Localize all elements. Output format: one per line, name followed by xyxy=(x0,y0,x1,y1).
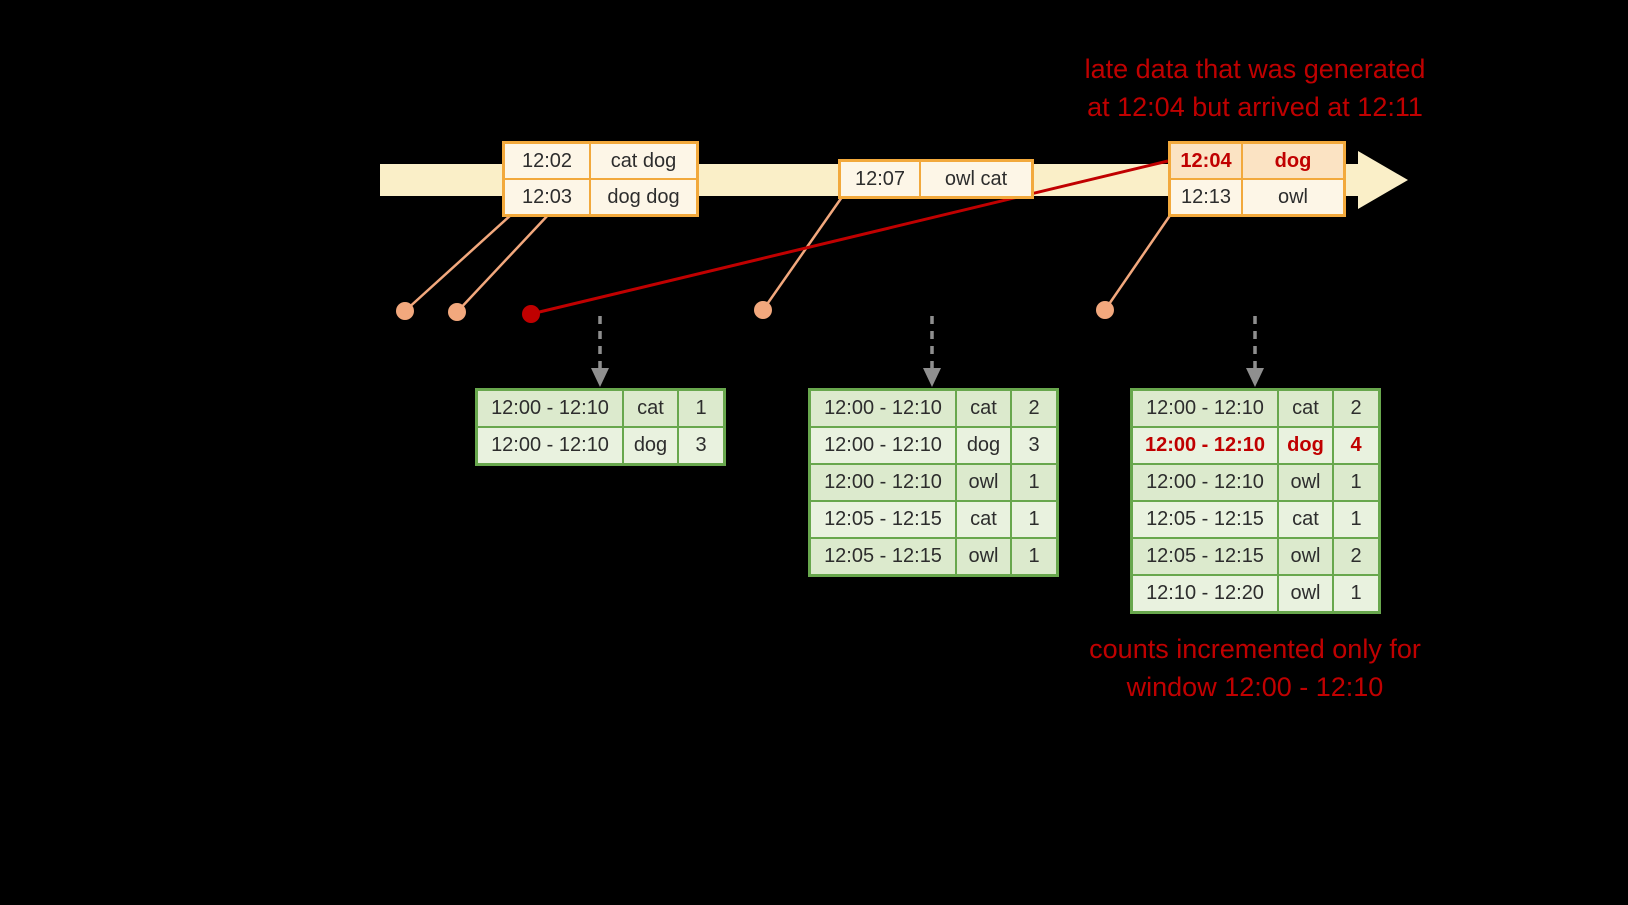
event-dot xyxy=(396,302,414,320)
event-words-cell: cat dog xyxy=(590,143,697,179)
late-data-annotation: late data that was generated at 12:04 bu… xyxy=(1020,50,1490,126)
result-count-cell: 2 xyxy=(1333,538,1379,575)
result-window-cell: 12:00 - 12:10 xyxy=(810,427,956,464)
trigger-arrowhead-icon xyxy=(1246,368,1264,387)
trigger-arrow-2 xyxy=(923,316,941,387)
result-word-cell: dog xyxy=(956,427,1011,464)
event-words-cell: owl xyxy=(1242,179,1344,215)
result-count-cell: 1 xyxy=(1333,575,1379,612)
result-window-cell: 12:00 - 12:10 xyxy=(1132,464,1278,501)
result-word-cell: owl xyxy=(1278,538,1333,575)
result-word-cell: cat xyxy=(956,501,1011,538)
result-window-cell: 12:00 - 12:10 xyxy=(1132,390,1278,427)
event-time-cell: 12:07 xyxy=(840,161,920,197)
result-count-cell: 1 xyxy=(1333,501,1379,538)
late-data-connector-line xyxy=(530,159,1169,316)
late-data-annotation-line1: late data that was generated xyxy=(1084,54,1426,84)
event-time-cell: 12:03 xyxy=(504,179,590,215)
result-window-cell: 12:10 - 12:20 xyxy=(1132,575,1278,612)
event-connector-line xyxy=(1103,213,1173,311)
result-word-cell: cat xyxy=(1278,390,1333,427)
result-word-cell: cat xyxy=(1278,501,1333,538)
event-dot xyxy=(1096,301,1114,319)
result-count-cell: 1 xyxy=(1011,501,1057,538)
event-dot xyxy=(448,303,466,321)
result-window-cell: 12:00 - 12:10 xyxy=(810,390,956,427)
late-event-dot xyxy=(522,305,540,323)
result-count-cell: 3 xyxy=(678,427,724,464)
result-window-cell: 12:00 - 12:10 xyxy=(1132,427,1278,464)
counts-incremented-annotation: counts incremented only for window 12:00… xyxy=(1020,630,1490,706)
result-word-cell: owl xyxy=(1278,464,1333,501)
event-time-cell: 12:02 xyxy=(504,143,590,179)
trigger-arrowhead-icon xyxy=(923,368,941,387)
counts-annotation-line2: window 12:00 - 12:10 xyxy=(1126,672,1384,702)
timeline-arrow-head xyxy=(1358,151,1408,209)
result-window-cell: 12:00 - 12:10 xyxy=(810,464,956,501)
result-count-cell: 1 xyxy=(1011,464,1057,501)
result-window-cell: 12:05 - 12:15 xyxy=(810,501,956,538)
event-words-cell: owl cat xyxy=(920,161,1032,197)
result-count-cell: 1 xyxy=(1333,464,1379,501)
result-word-cell: dog xyxy=(1278,427,1333,464)
counts-annotation-line1: counts incremented only for xyxy=(1089,634,1421,664)
event-connector-line xyxy=(404,213,513,312)
result-window-cell: 12:05 - 12:15 xyxy=(810,538,956,575)
result-word-cell: owl xyxy=(1278,575,1333,612)
result-count-cell: 1 xyxy=(678,390,724,427)
trigger-arrow-3 xyxy=(1246,316,1264,387)
result-count-cell: 3 xyxy=(1011,427,1057,464)
event-words-cell: dog xyxy=(1242,143,1344,179)
result-word-cell: cat xyxy=(956,390,1011,427)
result-count-cell: 2 xyxy=(1333,390,1379,427)
late-data-annotation-line2: at 12:04 but arrived at 12:11 xyxy=(1087,92,1423,122)
result-count-cell: 2 xyxy=(1011,390,1057,427)
result-count-cell: 1 xyxy=(1011,538,1057,575)
event-connector-line xyxy=(456,213,550,313)
result-count-cell: 4 xyxy=(1333,427,1379,464)
result-window-cell: 12:00 - 12:10 xyxy=(477,390,623,427)
event-words-cell: dog dog xyxy=(590,179,697,215)
trigger-arrowhead-icon xyxy=(591,368,609,387)
result-window-cell: 12:05 - 12:15 xyxy=(1132,538,1278,575)
trigger-arrow-1 xyxy=(591,316,609,387)
result-word-cell: owl xyxy=(956,538,1011,575)
result-word-cell: dog xyxy=(623,427,678,464)
event-time-cell: 12:04 xyxy=(1170,143,1242,179)
result-window-cell: 12:00 - 12:10 xyxy=(477,427,623,464)
result-word-cell: owl xyxy=(956,464,1011,501)
event-time-cell: 12:13 xyxy=(1170,179,1242,215)
event-connector-line xyxy=(761,196,844,311)
event-dot xyxy=(754,301,772,319)
result-word-cell: cat xyxy=(623,390,678,427)
result-window-cell: 12:05 - 12:15 xyxy=(1132,501,1278,538)
